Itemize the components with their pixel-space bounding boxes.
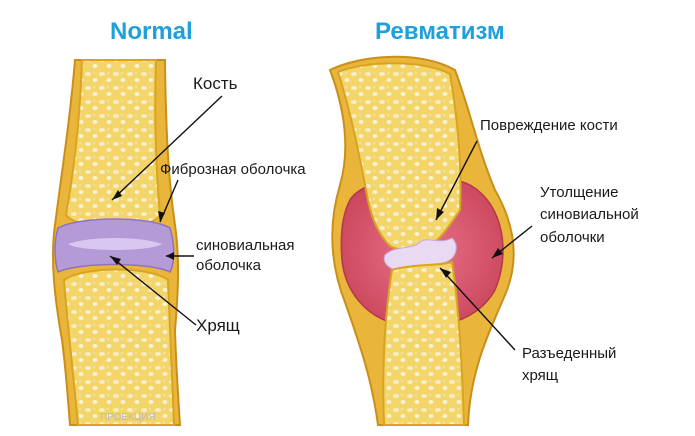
label-cartilage: Хрящ (196, 316, 240, 335)
label-fibrous-capsule: Фиброзная оболочка (160, 161, 306, 178)
label-synovial-line2: оболочка (196, 257, 261, 274)
leader-arrowheads (110, 190, 503, 278)
normal-lower-bone (62, 268, 176, 426)
leader-eroded (439, 267, 516, 351)
arrowhead-eroded (440, 268, 451, 278)
label-eroded-line1: Разъеденный (522, 345, 617, 362)
label-thickening-line2: синовиальной (540, 206, 639, 223)
label-synovial-line1: синовиальная (196, 237, 295, 254)
label-eroded-line2: хрящ (522, 367, 559, 384)
normal-watermark: ПРОЕКЦИЯ (100, 412, 156, 423)
arrowhead-thickening (492, 248, 503, 258)
arrowhead-synovial (166, 252, 174, 260)
normal-title: Normal (110, 18, 193, 45)
leader-cartilage (109, 255, 197, 326)
arrowhead-fibrous (158, 211, 165, 222)
leader-bone (111, 95, 223, 201)
label-thickening-line1: Утолщение (540, 184, 619, 201)
rheumatism-lower-bone (382, 260, 466, 426)
rheumatism-joint (328, 55, 515, 426)
rheumatism-title: Ревматизм (375, 18, 505, 45)
arrowhead-bone (112, 190, 122, 200)
leader-lines (109, 95, 533, 351)
normal-upper-bone (64, 59, 162, 229)
arrowhead-bone-damage (436, 208, 444, 220)
label-bone-damage: Повреждение кости (480, 117, 618, 134)
normal-joint: ПРОЕКЦИЯ (51, 59, 182, 426)
label-thickening-line3: оболочки (540, 229, 605, 246)
leader-bone-damage (435, 140, 478, 221)
label-bone: Кость (193, 74, 238, 93)
arrowhead-cartilage (110, 256, 121, 265)
normal-cartilage (68, 238, 162, 250)
